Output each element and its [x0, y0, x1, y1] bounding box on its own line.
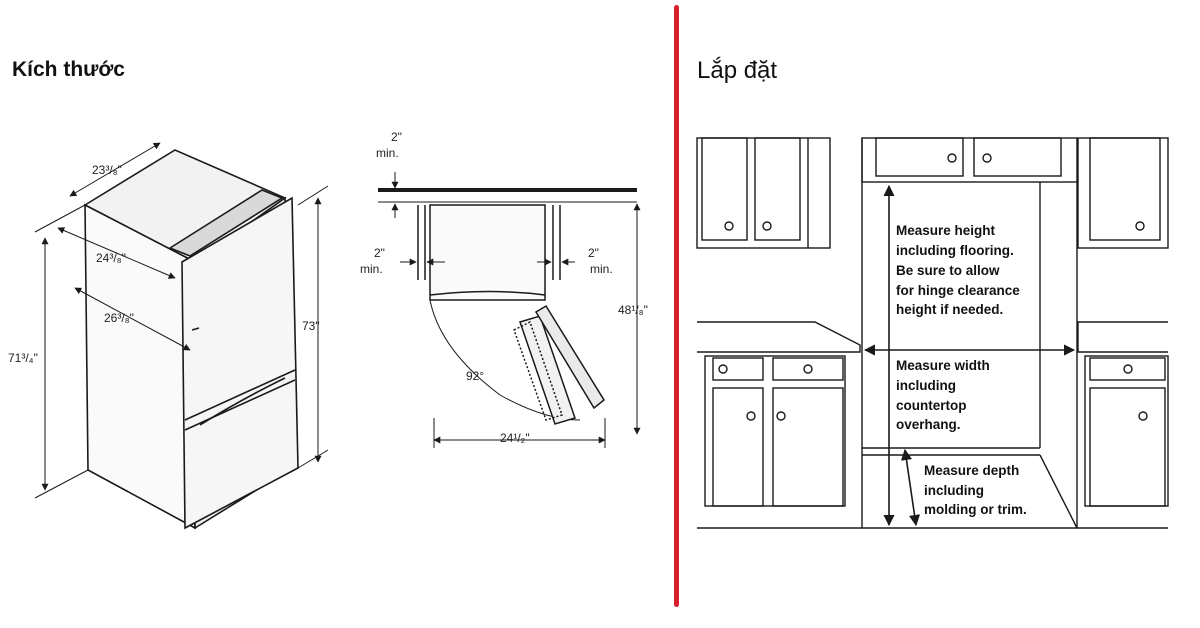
depth-b-label: 26³/₈" — [104, 311, 134, 325]
note-line: Measure width — [896, 358, 990, 373]
installation-heading: Lắp đặt — [697, 57, 778, 84]
depth-a-label: 24³/₈" — [96, 251, 126, 265]
note-line: Measure depth — [924, 463, 1019, 478]
cabinet-installation-drawing — [696, 137, 1169, 529]
note-line: for hinge clearance — [896, 283, 1020, 298]
note-line: including — [896, 378, 956, 393]
note-line: molding or trim. — [924, 502, 1027, 517]
top-clearance-value: 2" — [391, 130, 402, 144]
right-clearance-value: 2" — [588, 246, 599, 260]
measure-width-note: Measure width including countertop overh… — [896, 358, 990, 432]
note-line: including — [924, 483, 984, 498]
note-line: including flooring. — [896, 243, 1014, 258]
measure-height-note: Measure height including flooring. Be su… — [896, 223, 1020, 317]
height-left-label: 71³/₄" — [8, 351, 38, 365]
left-clearance-unit: min. — [360, 262, 383, 276]
left-clearance-value: 2" — [374, 246, 385, 260]
measure-depth-note: Measure depth including molding or trim. — [924, 463, 1027, 517]
note-line: overhang. — [896, 417, 961, 432]
door-angle-label: 92° — [466, 369, 484, 383]
note-line: Be sure to allow — [896, 263, 1000, 278]
note-line: Measure height — [896, 223, 996, 238]
note-line: height if needed. — [896, 302, 1003, 317]
clearance-plan-drawing — [378, 172, 641, 448]
width-top-label: 23³/₈" — [92, 163, 122, 177]
note-line: countertop — [896, 398, 967, 413]
height-right-label: 73" — [302, 319, 320, 333]
fridge-isometric-drawing — [34, 142, 329, 530]
right-clearance-unit: min. — [590, 262, 613, 276]
open-width-label: 24¹/₂" — [500, 431, 530, 445]
top-clearance-unit: min. — [376, 146, 399, 160]
open-depth-label: 48¹/₈" — [618, 303, 648, 317]
section-divider — [674, 5, 679, 607]
dimensions-heading: Kích thước — [12, 58, 125, 81]
